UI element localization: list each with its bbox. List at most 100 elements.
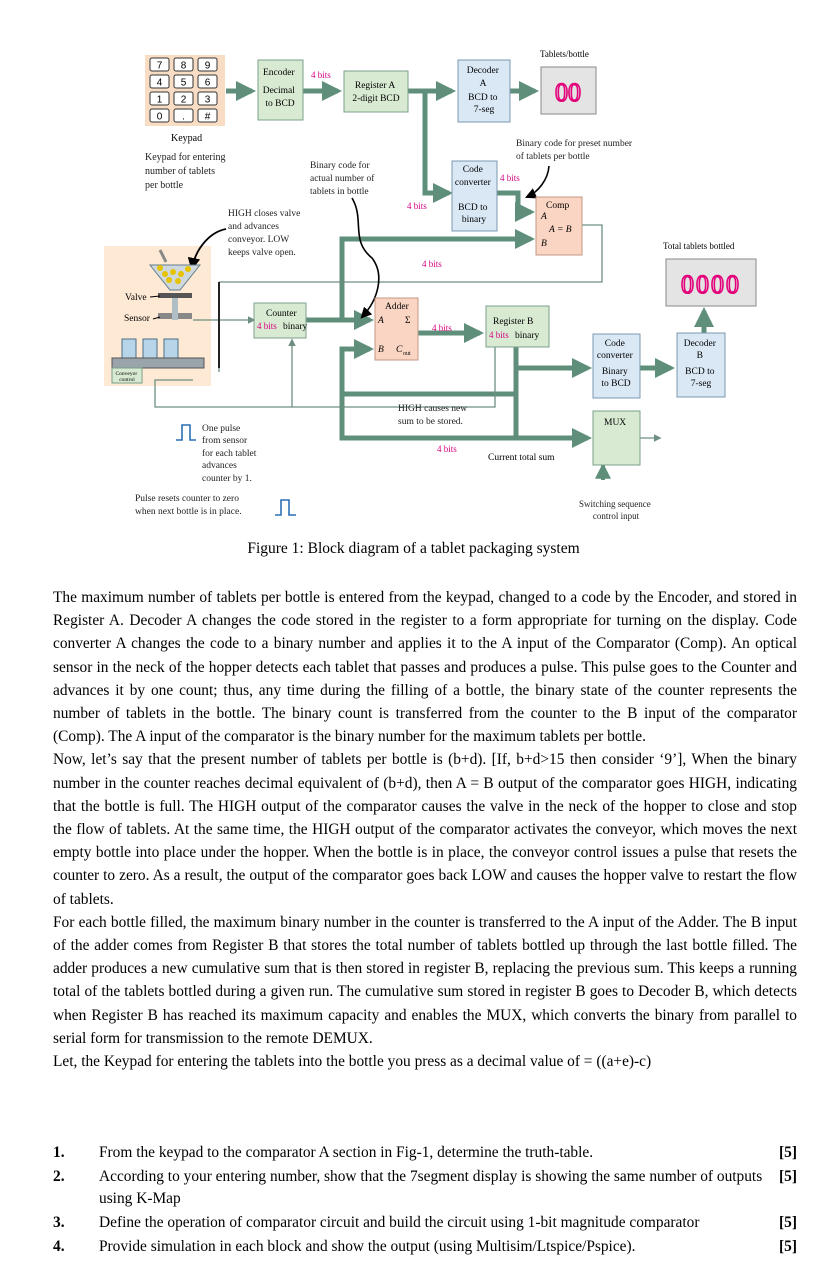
question-number: 2.: [53, 1168, 65, 1185]
question-item: 4. Provide simulation in each block and …: [53, 1236, 797, 1258]
keypad-key-label: 9: [205, 61, 211, 72]
keypad-key-label: 1: [157, 95, 163, 106]
svg-text:Decoder A BCD to 7: Decoder A BCD to 7-seg: [467, 66, 502, 115]
keypad-key-label: .: [182, 112, 185, 123]
paragraph: Let, the Keypad for entering the tablets…: [53, 1053, 652, 1071]
keypad-key: [197, 91, 218, 106]
display-b-digits: 0000: [681, 270, 741, 299]
question-text: From the keypad to the comparator A sect…: [99, 1144, 594, 1161]
question-list: 1. From the keypad to the comparator A s…: [53, 1142, 797, 1260]
high-new-sum-note: HIGH causes new sum to be stored.: [398, 404, 470, 427]
comparator-box: [535, 196, 583, 256]
bus-lines: [226, 81, 714, 478]
bits-label: 4 bits: [311, 70, 331, 80]
keypad-key-label: 5: [181, 78, 187, 89]
svg-text:B: B: [378, 345, 384, 355]
adder-box: [374, 297, 419, 361]
keypad-key: [197, 74, 218, 89]
svg-text:Σ: Σ: [405, 316, 411, 326]
question-text: Provide simulation in each block and sho…: [99, 1238, 636, 1255]
keypad-key: [173, 108, 194, 123]
question-text: According to your entering number, show …: [99, 1168, 763, 1207]
svg-text:Conveyor control: Conveyor control: [115, 371, 138, 383]
svg-text:Adder: Adder: [385, 302, 410, 312]
total-label: Total tablets bottled: [663, 241, 735, 251]
keypad-key-label: 7: [157, 61, 163, 72]
code-converter-a-box: [451, 160, 498, 232]
counter-box: [253, 302, 307, 339]
actual-label: Binary code for actual number of tablets…: [310, 160, 377, 197]
mux-box: [592, 410, 641, 466]
svg-text:4 bits: 4 bits: [432, 323, 452, 333]
svg-text:4 bits: 4 bits: [437, 444, 457, 454]
keypad-key-label: 6: [205, 78, 211, 89]
keypad-key: [149, 57, 170, 72]
svg-text:Code converter BCD to: Code converter BCD to binary: [455, 165, 493, 225]
keypad-key: [197, 57, 218, 72]
svg-text:Counter: Counter: [266, 309, 297, 319]
conveyor: [111, 357, 205, 369]
svg-text:4 bits: 4 bits: [257, 321, 277, 331]
svg-text:Decoder B BCD to 7: Decoder B BCD to 7-seg: [684, 339, 719, 389]
sensor-label: Sensor: [124, 314, 151, 324]
svg-text:binary: binary: [515, 331, 540, 341]
current-total-label: Current total sum: [488, 453, 555, 463]
svg-text:4 bits: 4 bits: [489, 330, 509, 340]
keypad-key-label: #: [205, 112, 211, 123]
svg-text:A: A: [377, 316, 384, 326]
svg-text:MUX: MUX: [604, 418, 626, 428]
keypad-key: [173, 57, 194, 72]
svg-text:C: C: [396, 345, 403, 355]
valve-label: Valve: [125, 293, 147, 303]
keypad-key: [173, 91, 194, 106]
decoder-a-box: [457, 59, 511, 123]
keypad-key: [173, 74, 194, 89]
keypad-key: [149, 91, 170, 106]
svg-text:Comp A A = B B: Comp A A = B B: [540, 201, 574, 249]
question-number: 3.: [53, 1214, 65, 1231]
svg-text:4 bits: 4 bits: [407, 201, 427, 211]
question-number: 4.: [53, 1238, 65, 1255]
encoder-box: [257, 59, 304, 121]
keypad-key-label: 4: [157, 78, 163, 89]
display-a: [540, 66, 597, 115]
question-item: 1. From the keypad to the comparator A s…: [53, 1142, 797, 1164]
keypad-key-label: 0: [157, 112, 163, 123]
paragraph: For each bottle filled, the maximum bina…: [53, 913, 797, 1047]
svg-text:Encoder Decimal to BCD: Encoder Decimal to BCD: [263, 68, 298, 109]
reset-pulse-icon: [275, 499, 296, 516]
question-marks: [5]: [779, 1144, 797, 1161]
bottles: [121, 338, 179, 359]
keypad-key-label: 3: [205, 95, 211, 106]
register-a-box: [343, 70, 409, 113]
paragraph: Now, let’s say that the present number o…: [53, 751, 797, 908]
reset-note: Pulse resets counter to zero when next b…: [135, 494, 242, 517]
svg-text:Register A 2-digit BCD: Register A 2-digit BCD: [352, 81, 399, 104]
valve-note: HIGH closes valve and advances conveyor.…: [228, 209, 303, 258]
question-marks: [5]: [779, 1214, 797, 1231]
svg-text:4 bits: 4 bits: [422, 259, 442, 269]
keypad-desc: Keypad for entering number of tablets pe…: [145, 152, 228, 191]
question-marks: [5]: [779, 1238, 797, 1255]
svg-text:binary: binary: [283, 322, 308, 332]
preset-label: Binary code for preset number of tablets…: [516, 138, 634, 162]
keypad-key-label: 2: [181, 95, 187, 106]
tablets-bottle-label: Tablets/bottle: [540, 49, 589, 59]
register-b-box: [485, 305, 550, 348]
svg-text:4 bits: 4 bits: [500, 173, 520, 183]
switching-label: Switching sequence control input: [579, 499, 653, 521]
question-item: 2. According to your entering number, sh…: [53, 1166, 797, 1210]
keypad-key: [197, 108, 218, 123]
svg-text:Register B: Register B: [493, 317, 533, 327]
question-text: Define the operation of comparator circu…: [99, 1214, 700, 1231]
keypad-label: Keypad: [171, 133, 202, 144]
hopper: [148, 249, 202, 320]
pulse-icon: [176, 424, 196, 441]
pulse-note: One pulse from sensor for each tablet ad…: [202, 424, 259, 484]
keypad-key: [149, 74, 170, 89]
display-a-digits: 00: [555, 78, 581, 107]
svg-text:out: out: [403, 351, 411, 357]
conveyor-control: [111, 367, 143, 384]
